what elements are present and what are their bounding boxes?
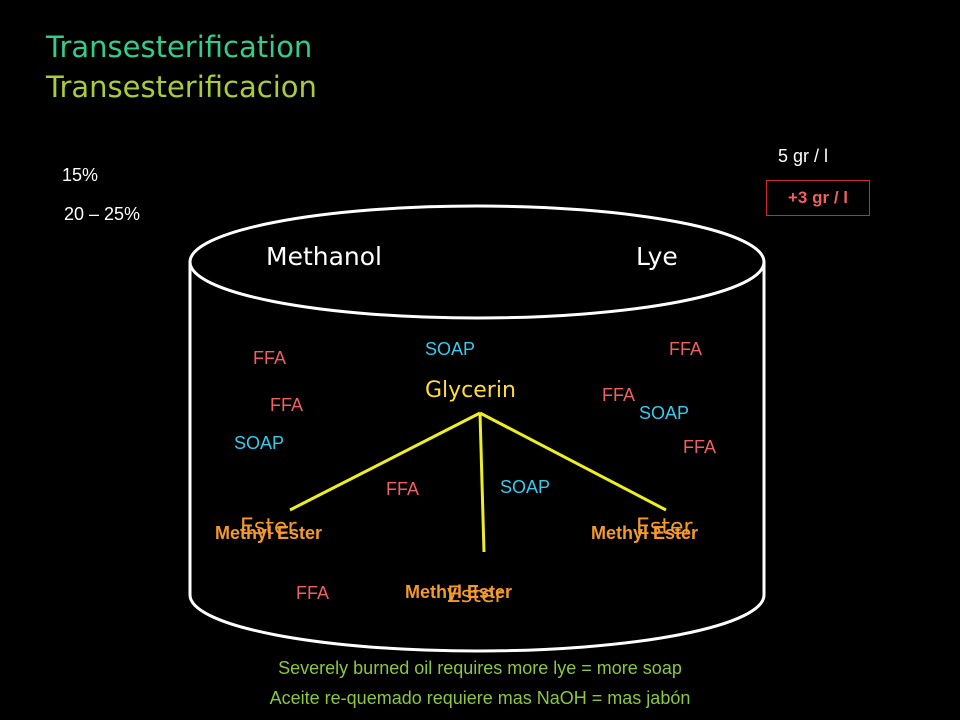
methanol-label: Methanol <box>266 242 383 271</box>
ffa-label: FFA <box>669 339 703 359</box>
glycerin-branches <box>289 411 667 553</box>
ester-label: Ester <box>636 515 693 540</box>
soap-label: SOAP <box>500 477 551 497</box>
footer-spanish: Aceite re-quemado requiere mas NaOH = ma… <box>269 688 691 708</box>
glycerin-label: Glycerin <box>425 378 516 403</box>
title-english: Transesterification <box>46 30 313 64</box>
tank-body <box>188 262 766 653</box>
lye-label: Lye <box>636 242 678 271</box>
methyl-ester-label: Methyl Ester <box>405 582 513 602</box>
lye-amount-base: 5 gr / l <box>778 146 829 166</box>
title-spanish: Transesterificacion <box>46 70 317 104</box>
footer-english: Severely burned oil requires more lye = … <box>278 658 682 678</box>
lye-amount-extra: +3 gr / l <box>766 180 870 216</box>
branch-left <box>289 411 481 512</box>
ffa-label: FFA <box>253 348 287 368</box>
soap-label: SOAP <box>639 403 690 423</box>
percentage-range: 20 – 25% <box>64 204 141 224</box>
ester-label: Ester <box>240 515 297 540</box>
soap-label: SOAP <box>234 433 285 453</box>
ffa-label: FFA <box>683 437 717 457</box>
branch-right <box>479 411 667 512</box>
methyl-ester-label: Methyl Ester <box>215 523 323 543</box>
ffa-label: FFA <box>270 395 304 415</box>
percentage-low: 15% <box>62 165 99 185</box>
ester-label: Ester <box>447 583 504 608</box>
ffa-label: FFA <box>386 479 420 499</box>
tank-top <box>188 204 766 320</box>
soap-label: SOAP <box>425 339 476 359</box>
methyl-ester-label: Methyl Ester <box>591 523 699 543</box>
branch-middle <box>478 412 486 553</box>
ffa-label: FFA <box>602 385 636 405</box>
ffa-label: FFA <box>296 583 330 603</box>
